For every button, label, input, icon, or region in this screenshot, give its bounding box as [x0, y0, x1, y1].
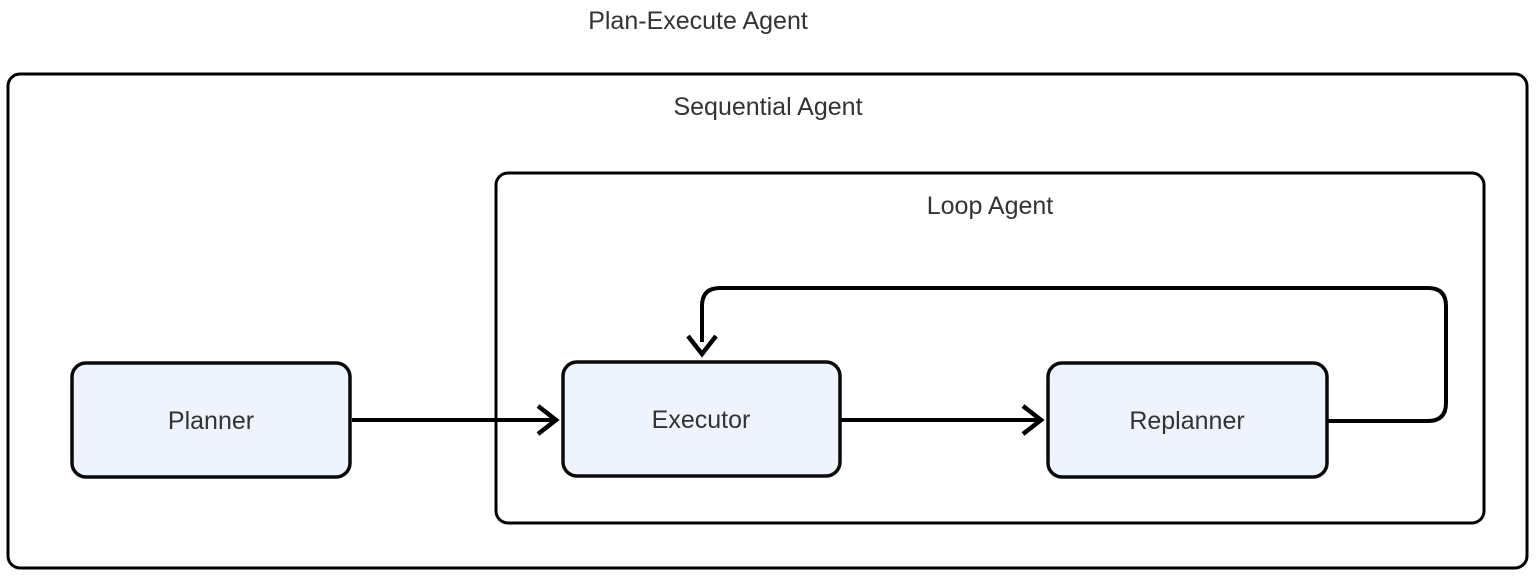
- loop-agent-label: Loop Agent: [927, 192, 1054, 220]
- node-replanner-label: Replanner: [1129, 407, 1244, 435]
- edge-replanner-loop-back-to-executor: [700, 286, 1448, 423]
- arrowhead-right-planner-executor-icon: [536, 404, 560, 436]
- sequential-agent-label: Sequential Agent: [673, 93, 862, 121]
- arrowhead-right-executor-replanner-icon: [1021, 404, 1045, 436]
- node-executor: [561, 360, 842, 478]
- node-planner: [70, 361, 352, 479]
- node-planner-label: Planner: [168, 407, 254, 435]
- node-executor-label: Executor: [652, 406, 751, 434]
- arrowhead-down-loop-back-icon: [686, 334, 718, 358]
- node-replanner: [1046, 361, 1329, 479]
- diagram-title: Plan-Execute Agent: [588, 7, 808, 35]
